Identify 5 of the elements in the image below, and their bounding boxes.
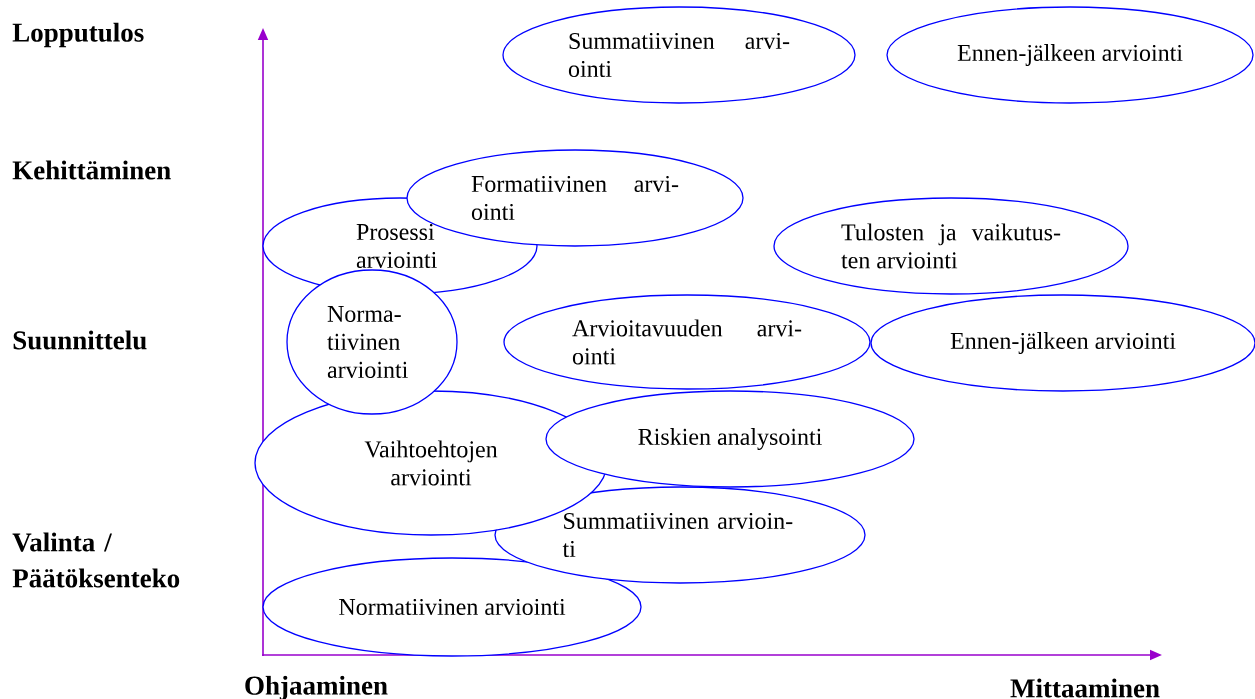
level-label: Lopputulos [12,22,144,48]
level-label: Kehittäminen [12,160,171,180]
axis-label: Mittaaminen [1010,678,1160,698]
level-label: Valinta / Päätöksenteko [12,532,180,588]
level-label: Suunnittelu [13,330,147,350]
